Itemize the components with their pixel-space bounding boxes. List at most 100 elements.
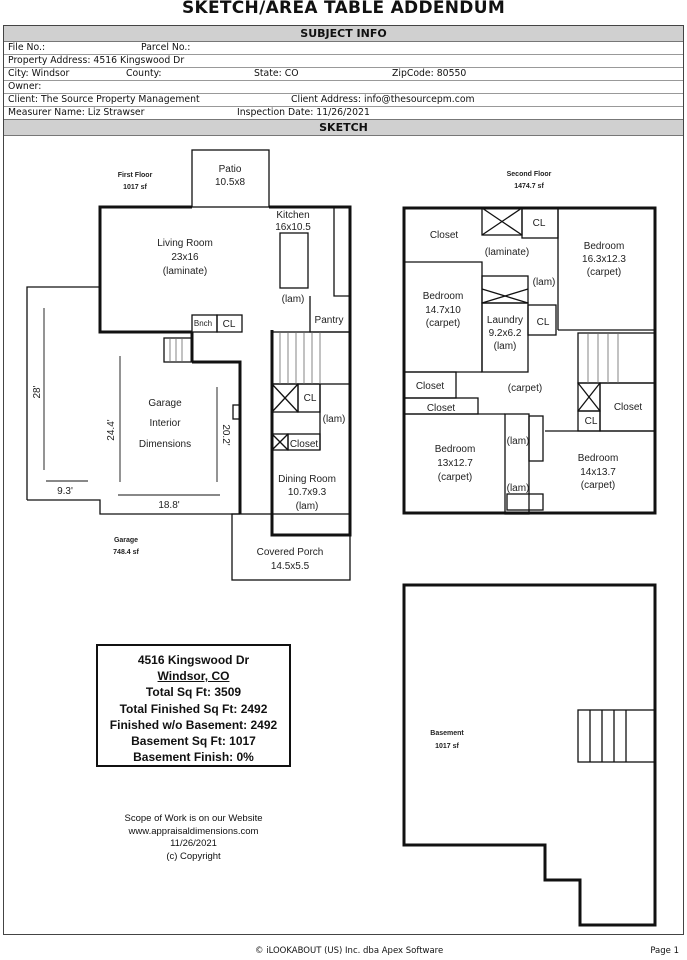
measurer-name: Measurer Name: Liz Strawser [8, 107, 145, 118]
room-laundry: Laundry [487, 315, 523, 326]
room-bedroom-l: Bedroom [423, 291, 464, 302]
summary-basement-finish: Basement Finish: 0% [133, 750, 254, 765]
room-bedroom-br: Bedroom [578, 453, 619, 464]
room-cl-mid: CL [537, 317, 550, 328]
first-floor-label: First Floor [118, 172, 153, 179]
room-laundry-dim: 9.2x6.2 [489, 328, 522, 339]
garage-interior-3: Dimensions [139, 439, 191, 450]
room-bedroom-br-dim: 14x13.7 [580, 467, 616, 478]
first-floor-walls [98, 205, 352, 537]
room-bench: Bnch [194, 319, 212, 328]
inspection-date: Inspection Date: 11/26/2021 [237, 107, 370, 118]
room-laundry-floor: (lam) [494, 341, 517, 352]
room-patio-dim: 10.5x8 [215, 177, 245, 188]
room-bedroom-bl: Bedroom [435, 444, 476, 455]
first-floor-area: 1017 sf [123, 184, 147, 191]
dim-9-3: 9.3' [57, 486, 73, 497]
room-kitchen: Kitchen [276, 210, 309, 221]
row-city: City: Windsor County: State: CO ZipCode:… [4, 68, 683, 81]
room-closet-tl: Closet [430, 230, 459, 241]
room-cl-r: CL [585, 416, 598, 427]
owner: Owner: [8, 81, 42, 92]
room-closet-r: Closet [614, 402, 643, 413]
room-closet-l2: Closet [427, 403, 456, 414]
second-floor-area: 1474.7 sf [514, 183, 544, 190]
footer-page-number: Page 1 [650, 946, 679, 956]
room-bedroom-br-floor: (carpet) [581, 480, 615, 491]
bath-floor-b: (lam) [507, 436, 530, 447]
page-title: SKETCH/AREA TABLE ADDENDUM [181, 0, 506, 18]
dim-28: 28' [32, 385, 43, 398]
second-floor-label: Second Floor [507, 171, 552, 178]
room-dining-dim: 10.7x9.3 [288, 487, 327, 498]
room-closet-cl2: CL [304, 393, 317, 404]
room-patio: Patio [219, 164, 242, 175]
summary-total-finished: Total Finished Sq Ft: 2492 [119, 701, 268, 716]
summary-total: Total Sq Ft: 3509 [145, 685, 242, 700]
second-floor-interior [403, 207, 656, 515]
scope-line-1: Scope of Work is on our Website [124, 813, 263, 824]
row-owner: Owner: [4, 81, 683, 94]
room-living-dim: 23x16 [171, 252, 199, 263]
first-floor-stairs [169, 332, 619, 384]
bath-floor-a: (lam) [533, 277, 556, 288]
addendum-frame: SUBJECT INFO File No.: Parcel No.: Prope… [3, 25, 684, 935]
room-bedroom-l-floor: (carpet) [426, 318, 460, 329]
room-dining-floor: (lam) [296, 501, 319, 512]
hall-floor-carpet: (carpet) [508, 383, 542, 394]
row-measurer: Measurer Name: Liz Strawser Inspection D… [4, 107, 683, 119]
room-bedroom-bl-floor: (carpet) [438, 472, 472, 483]
bath-floor-c: (lam) [507, 483, 530, 494]
row-address: Property Address: 4516 Kingswood Dr [4, 55, 683, 68]
bath-floor: (lam) [323, 414, 346, 425]
client-address: Client Address: info@thesourcepm.com [291, 94, 475, 105]
client: Client: The Source Property Management [8, 94, 200, 105]
state: State: CO [254, 68, 299, 79]
county: County: [126, 68, 162, 79]
area-summary-box: 4516 Kingswood Dr Windsor, CO Total Sq F… [96, 644, 291, 767]
room-living-floor: (laminate) [163, 266, 207, 277]
scope-of-work: Scope of Work is on our Website www.appr… [96, 813, 291, 863]
basement-stairs [577, 709, 656, 763]
summary-address: 4516 Kingswood Dr [137, 653, 250, 667]
room-closet: Closet [290, 439, 319, 450]
row-file: File No.: Parcel No.: [4, 42, 683, 55]
garage-label: Garage [114, 537, 138, 544]
scope-website-link[interactable]: www.appraisaldimensions.com [128, 825, 259, 837]
property-address: Property Address: 4516 Kingswood Dr [8, 55, 185, 66]
kitchen-floor: (lam) [282, 294, 305, 305]
subject-info-header: SUBJECT INFO [4, 26, 683, 42]
room-kitchen-dim: 16x10.5 [275, 222, 311, 233]
parcel-no: Parcel No.: [141, 42, 191, 53]
room-bedroom-tr: Bedroom [584, 241, 625, 252]
summary-city: Windsor, CO [157, 669, 230, 684]
room-closet-l1: Closet [416, 381, 445, 392]
footer-copyright: © iLOOKABOUT (US) Inc. dba Apex Software [255, 946, 444, 956]
first-floor-interior [26, 149, 351, 581]
file-no: File No.: [8, 42, 46, 53]
room-porch-dim: 14.5x5.5 [271, 561, 310, 572]
dim-20-2: 20.2' [220, 424, 231, 445]
room-bedroom-tr-dim: 16.3x12.3 [582, 254, 626, 265]
garage-interior-1: Garage [148, 398, 182, 409]
basement-area: 1017 sf [435, 743, 459, 750]
room-bedroom-l-dim: 14.7x10 [425, 305, 461, 316]
row-client: Client: The Source Property Management C… [4, 94, 683, 107]
room-pantry: Pantry [315, 315, 344, 326]
summary-basement: Basement Sq Ft: 1017 [131, 734, 256, 749]
garage-interior-2: Interior [149, 418, 181, 429]
scope-date: 11/26/2021 [170, 838, 217, 849]
room-dining: Dining Room [278, 474, 336, 485]
garage-area: 748.4 sf [113, 549, 139, 556]
dimension-lines [43, 308, 220, 496]
basement-walls [402, 583, 657, 927]
room-bedroom-tr-floor: (carpet) [587, 267, 621, 278]
scope-copyright: (c) Copyright [166, 850, 221, 862]
room-cl-top: CL [533, 218, 546, 229]
room-closet-cl1: CL [223, 319, 236, 330]
room-living: Living Room [157, 238, 213, 249]
room-porch: Covered Porch [257, 547, 324, 558]
room-bedroom-bl-dim: 13x12.7 [437, 458, 473, 469]
dim-24-4: 24.4' [106, 419, 117, 440]
